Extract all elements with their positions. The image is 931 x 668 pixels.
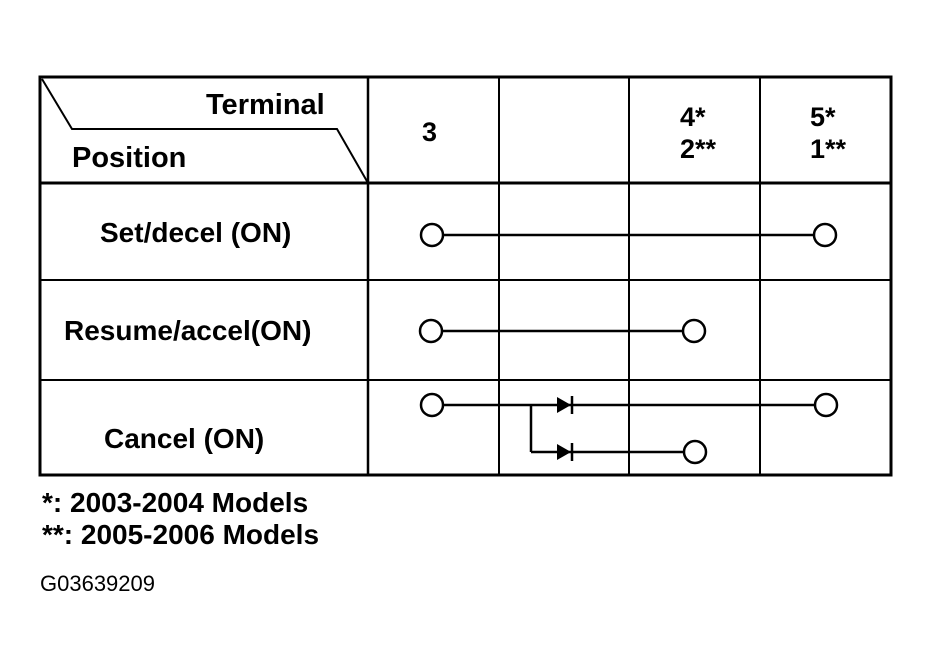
terminal-node (813, 392, 839, 418)
terminal-node (682, 439, 708, 465)
continuity-resume-accel (418, 318, 707, 344)
table-grid (38, 75, 893, 477)
position-label: Resume/accel(ON) (64, 315, 312, 346)
terminal-label: 3 (422, 117, 438, 147)
footnote: *: 2003-2004 Models (42, 487, 309, 518)
footnote: **: 2005-2006 Models (42, 519, 320, 550)
terminal-label: 5* (810, 102, 836, 132)
terminal-node (419, 392, 445, 418)
terminal-node (418, 318, 444, 344)
corner-label-position: Position (72, 142, 187, 174)
continuity-cancel (443, 403, 814, 454)
terminal-label: 2** (680, 134, 717, 164)
header-divider (41, 78, 369, 184)
position-label: Cancel (ON) (104, 423, 265, 454)
terminal-node (812, 222, 838, 248)
position-label: Set/decel (ON) (100, 217, 292, 248)
terminal-label: 1** (810, 134, 847, 164)
corner-label-terminal: Terminal (206, 89, 325, 121)
diode-lower (557, 443, 574, 461)
continuity-set-decel (419, 222, 838, 248)
diode-upper (557, 396, 574, 414)
figure-code: G03639209 (40, 571, 155, 596)
terminal-node (681, 318, 707, 344)
terminal-node (419, 222, 445, 248)
terminal-label: 4* (680, 102, 706, 132)
